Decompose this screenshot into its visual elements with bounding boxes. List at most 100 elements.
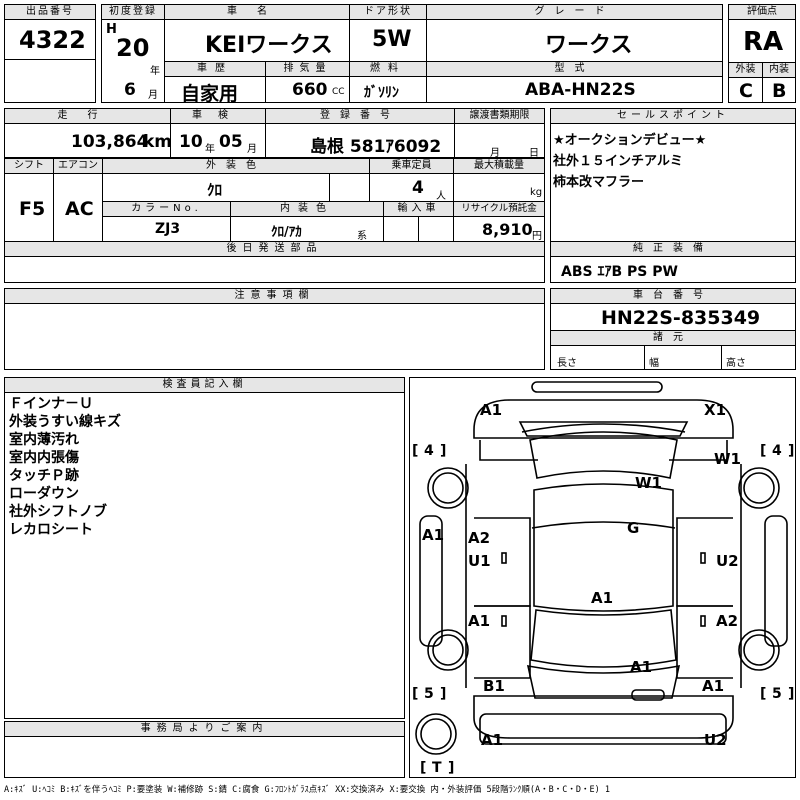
reg-month: 6 [124, 80, 136, 100]
displacement: 660 [292, 80, 328, 100]
svg-text:]: ] [440, 443, 446, 459]
grade-cell: ワークス [426, 19, 723, 62]
inspector-note: ローダウン [9, 486, 79, 502]
capacity-unit: 人 [436, 191, 446, 202]
history: 自家用 [181, 83, 239, 103]
int-label: 内装 [762, 62, 796, 78]
svg-text:[: [ [420, 760, 426, 776]
reg-year: 20 [116, 34, 150, 62]
damage-mark: A1 [481, 731, 503, 749]
svg-text:[: [ [412, 443, 418, 459]
notes-label: 注意事項欄 [4, 288, 545, 304]
air-conditioner: AC [65, 198, 94, 220]
fuel: ｶﾞｿﾘﾝ [364, 85, 399, 101]
height-label: 高さ [726, 358, 746, 369]
transfer-label: 譲渡書類期限 [454, 108, 545, 124]
door-cell: 5W [349, 19, 427, 62]
grade-label: グレード [426, 4, 723, 20]
mileage-label: 走行 [4, 108, 171, 124]
ext-cell: C [728, 77, 763, 103]
office-cell [4, 736, 405, 778]
width-label: 幅 [649, 358, 659, 369]
import-cell-b [418, 216, 454, 242]
disp-unit: CC [332, 87, 345, 97]
color-label: 外装色 [102, 158, 370, 174]
legend: A:ｷｽﾞ U:ﾍｺﾐ B:ｷｽﾞを伴うﾍｺﾐ P:要塗装 W:補修跡 S:錆 … [4, 785, 610, 795]
equipment: ABS ｴｱB PS PW [561, 264, 678, 280]
capacity-cell: 4 人 [369, 173, 454, 202]
damage-mark: X1 [704, 401, 726, 419]
car-name: KEIワークス [205, 33, 333, 58]
sales-point-item: 柿本改マフラー [553, 175, 645, 190]
tire-tread: 5 [424, 686, 434, 702]
lot-number-label: 出品番号 [4, 4, 96, 20]
loadcap-unit: kg [530, 187, 543, 198]
interior-color: ｸﾛ/ｱｶ [271, 225, 302, 240]
score: RA [743, 27, 784, 57]
disp-cell: 660 CC [265, 76, 350, 103]
shift: F5 [19, 198, 46, 220]
first-reg-label: 初度登録 [101, 4, 165, 20]
year-unit: 年 [150, 66, 160, 77]
transfer-day-unit: 日 [529, 148, 539, 158]
shift-cell: F5 [4, 173, 54, 242]
chassis-label: 車台番号 [550, 288, 796, 304]
sales-point-label: セールスポイント [550, 108, 796, 124]
svg-text:[: [ [412, 686, 418, 702]
inspector-note: 室内薄汚れ [9, 432, 79, 448]
equipment-label: 純正装備 [550, 241, 796, 257]
loadcap-label: 最大積載量 [453, 158, 545, 174]
tire-tread: 4 [772, 443, 782, 459]
fuel-label: 燃料 [349, 61, 427, 77]
sales-point-list: ★オークションデビュー★ 社外１５インチアルミ 柿本改マフラー [553, 130, 706, 193]
int-grade: B [772, 80, 787, 102]
damage-mark: A1 [591, 589, 613, 607]
mileage-cell: 103,864 km [4, 123, 171, 158]
inspector-label: 検査員記入欄 [4, 377, 405, 393]
ext-grade: C [739, 80, 753, 102]
chassis-cell: HN22S-835349 [550, 303, 796, 331]
loadcap-cell: kg [453, 173, 545, 202]
damage-mark: W1 [635, 474, 662, 492]
damage-mark: A1 [702, 677, 724, 695]
tire-tread: 5 [772, 686, 782, 702]
damage-mark: A2 [468, 529, 490, 547]
specs-label: 諸元 [550, 330, 796, 346]
svg-text:[: [ [760, 686, 766, 702]
lot-blank-cell [4, 59, 96, 103]
svg-text:[: [ [760, 443, 766, 459]
exterior-color: ｸﾛ [207, 181, 223, 199]
car-name-cell: KEIワークス [164, 19, 350, 62]
later-parts-cell [4, 256, 545, 283]
color-cell: ｸﾛ [102, 173, 330, 202]
capacity-label: 乗車定員 [369, 158, 454, 174]
lot-number: 4322 [19, 26, 86, 54]
intcolor-label: 内装色 [230, 201, 384, 217]
inspector-note: レカロシート [9, 522, 93, 538]
recycle-label: リサイクル預託金 [453, 201, 545, 217]
interior-color-unit: 系 [357, 231, 367, 242]
model-cell: ABA-HN22S [426, 76, 723, 103]
inspection-year: 10 [179, 132, 203, 152]
colorno-label: カラーNo. [102, 201, 231, 217]
damage-diagram: A1 X1 W1 W1 G A2 U1 U2 A1 A1 A1 A2 A1 B1… [409, 377, 796, 778]
svg-text:]: ] [448, 760, 454, 776]
tire-tread: 4 [424, 443, 434, 459]
ac-label: エアコン [53, 158, 103, 174]
history-label: 車歴 [164, 61, 266, 77]
later-parts-label: 後日発送部品 [4, 241, 545, 257]
era: H [106, 22, 117, 37]
recycle-cell: 8,910 円 [453, 216, 545, 242]
equipment-cell: ABS ｴｱB PS PW [550, 256, 796, 283]
import-label: 輸入車 [383, 201, 454, 217]
inspection-cell: 10 年 05 月 [170, 123, 266, 158]
inspector-note: タッチＰ跡 [9, 468, 79, 484]
height-cell: 高さ [721, 345, 796, 370]
color-extra-cell [329, 173, 370, 202]
svg-text:]: ] [788, 686, 794, 702]
grade: ワークス [545, 33, 633, 58]
ext-label: 外装 [728, 62, 763, 78]
inspection-year-unit: 年 [205, 144, 215, 155]
chassis-number: HN22S-835349 [601, 307, 761, 329]
capacity: 4 [412, 178, 424, 198]
